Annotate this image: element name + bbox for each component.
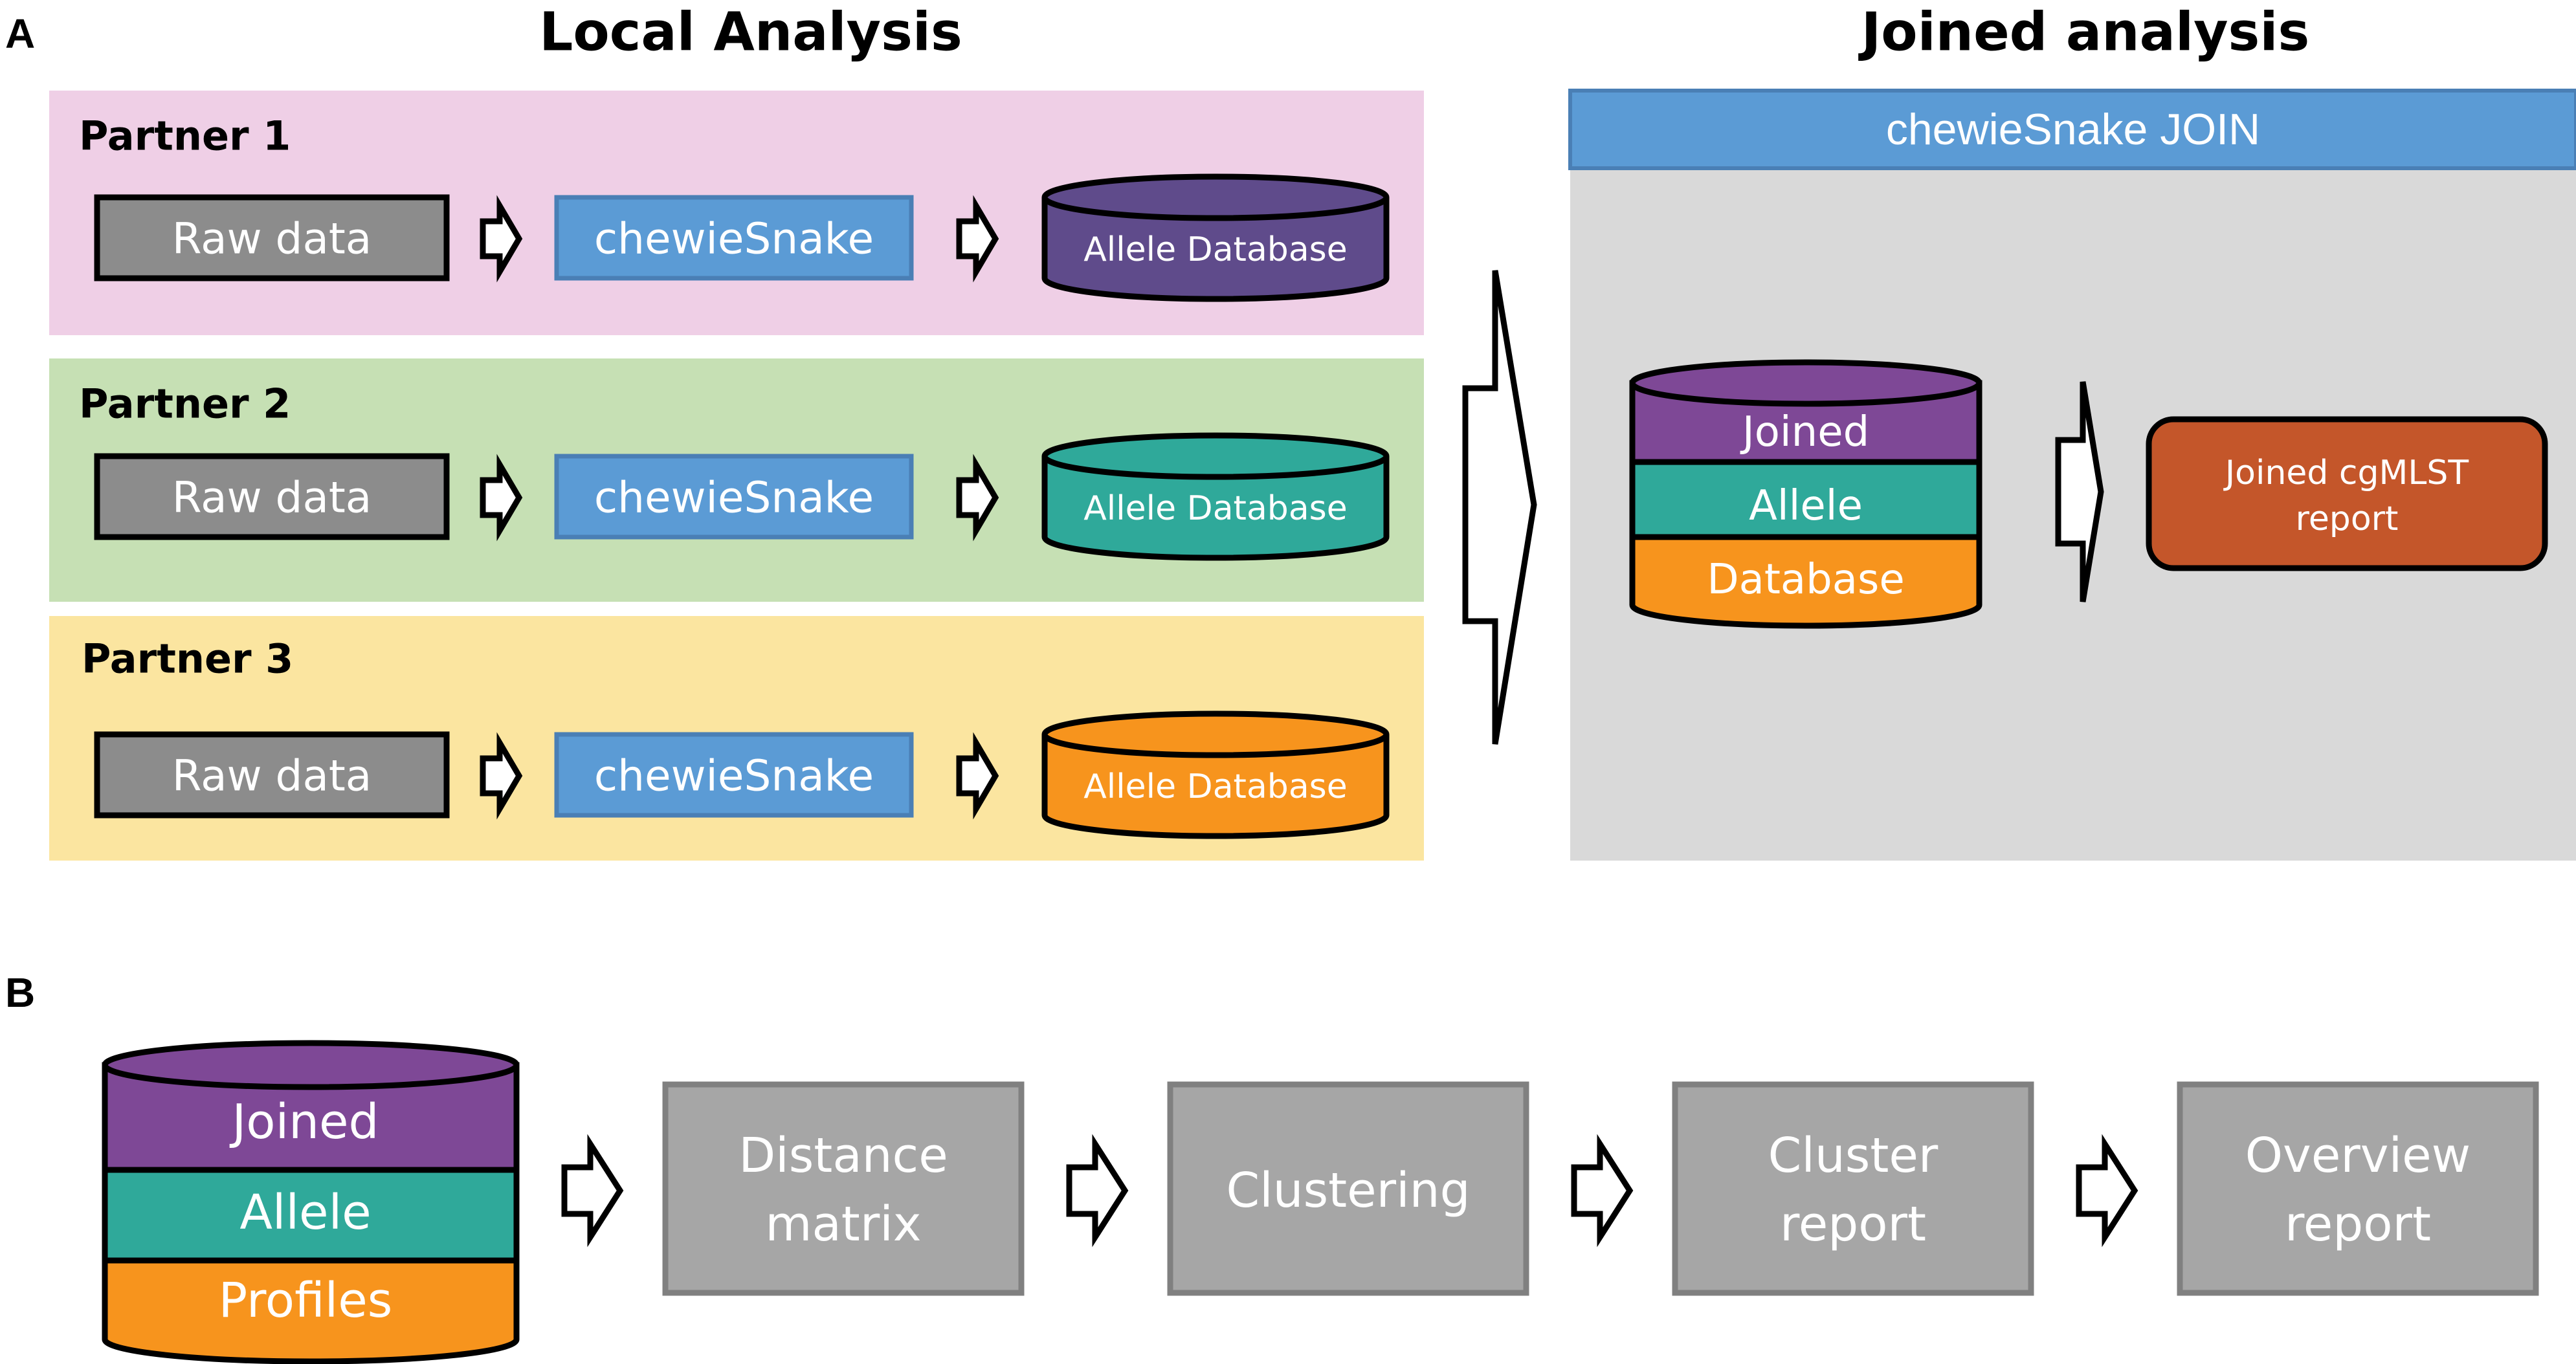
clustering-label: Clustering: [1226, 1163, 1470, 1218]
database-cylinder-icon: [1629, 359, 1982, 629]
overview-report-line-1: Overview: [2245, 1128, 2471, 1183]
chewiesnake-label-1: chewieSnake: [594, 214, 874, 264]
right-arrow-icon: [956, 195, 999, 283]
chewiesnake-join-label: chewieSnake JOIN: [1886, 105, 2260, 154]
raw-data-box-1: [94, 194, 450, 281]
chewiesnake-label-3: chewieSnake: [594, 751, 874, 801]
database-cylinder-icon: [1041, 432, 1390, 561]
right-arrow-icon: [956, 732, 999, 820]
chewiesnake-join-bar: [1568, 89, 2576, 170]
chewiesnake-label-2: chewieSnake: [594, 473, 874, 523]
large-chevron-arrow-icon: [1462, 270, 1537, 745]
profiles-db-label-1: Joined: [229, 1094, 379, 1150]
chewiesnake-box-1: [554, 195, 914, 281]
database-cylinder-icon: [1041, 710, 1390, 839]
raw-data-label-1: Raw data: [172, 214, 372, 264]
raw-data-box-3: [94, 731, 450, 819]
panel-b-label: B: [5, 969, 35, 1016]
joined-db-label-2: Allele: [1749, 482, 1863, 530]
right-arrow-icon: [956, 454, 999, 542]
allele-database-label-2: Allele Database: [1083, 489, 1348, 528]
joined-db-label-1: Joined: [1740, 408, 1869, 456]
right-arrow-icon: [1066, 1134, 1129, 1248]
cluster-report-line-1: Cluster: [1768, 1128, 1938, 1183]
right-arrow-icon: [561, 1134, 624, 1248]
joined-cgmlst-report-line-1: Joined cgMLST: [2223, 454, 2469, 492]
right-arrow-icon: [1571, 1134, 1634, 1248]
allele-database-label-1: Allele Database: [1083, 230, 1348, 269]
right-arrow-icon: [480, 454, 523, 542]
overview-report-line-2: report: [2285, 1196, 2431, 1252]
right-arrow-icon: [2076, 1134, 2138, 1248]
partner-2-label: Partner 2: [79, 380, 291, 428]
profiles-db-label-3: Profiles: [219, 1273, 393, 1328]
overview-report-box: [2177, 1081, 2539, 1296]
cluster-report-box: [1672, 1081, 2034, 1296]
local-analysis-title: Local Analysis: [539, 2, 962, 63]
partner-3-label: Partner 3: [82, 635, 293, 683]
clustering-box: [1167, 1081, 1529, 1296]
cluster-report-line-2: report: [1780, 1196, 1926, 1252]
right-arrow-icon: [480, 195, 523, 283]
raw-data-label-3: Raw data: [172, 751, 372, 801]
allele-database-label-3: Allele Database: [1083, 767, 1348, 806]
panel-a-label: A: [5, 10, 35, 57]
joined-cgmlst-report-box: [2146, 416, 2548, 571]
joined-db-label-3: Database: [1707, 556, 1904, 604]
joined-cgmlst-report-line-2: report: [2296, 500, 2399, 538]
distance-matrix-line-1: Distance: [738, 1128, 948, 1183]
chewiesnake-box-2: [554, 454, 914, 540]
profiles-db-label-2: Allele: [239, 1185, 371, 1240]
joined-analysis-title: Joined analysis: [1858, 2, 2310, 63]
raw-data-box-2: [94, 453, 450, 540]
partner-1-label: Partner 1: [79, 113, 291, 160]
distance-matrix-box: [662, 1081, 1025, 1296]
chewiesnake-box-3: [554, 732, 914, 818]
raw-data-label-2: Raw data: [172, 473, 372, 523]
right-arrow-icon: [2055, 381, 2104, 602]
database-cylinder-icon: [1041, 173, 1390, 302]
right-arrow-icon: [480, 732, 523, 820]
database-cylinder-icon: [102, 1040, 520, 1364]
distance-matrix-line-2: matrix: [765, 1196, 921, 1252]
